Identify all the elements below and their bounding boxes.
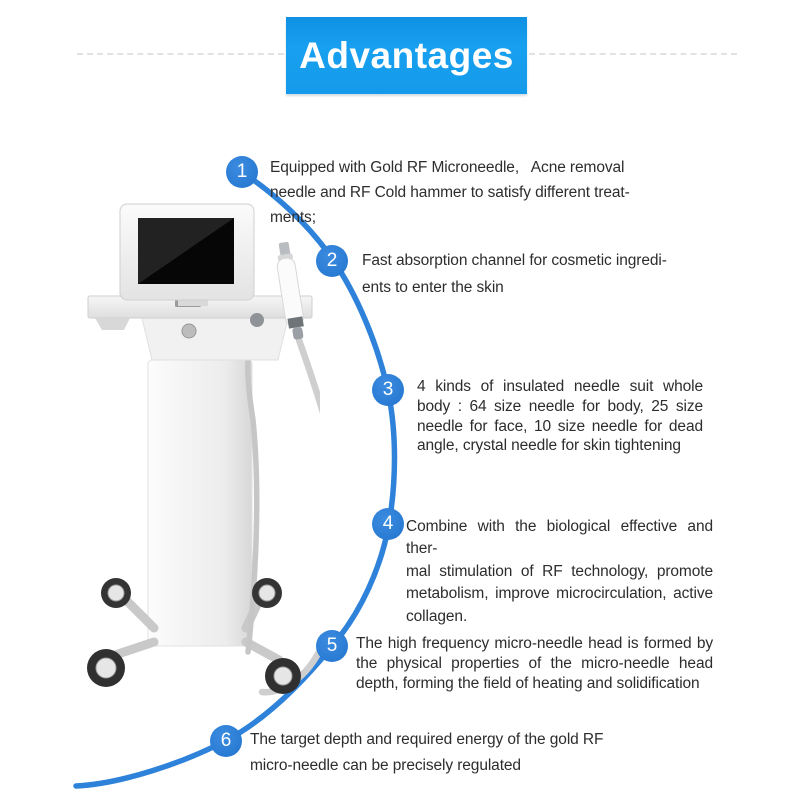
badge-3: 3 [372,374,404,406]
badge-1: 1 [226,156,258,188]
badge-5-number: 5 [326,635,338,656]
dashed-line-left [77,53,284,55]
advantage-5-text: The high frequency micro-needle head is … [356,634,713,693]
badge-2-number: 2 [326,250,338,271]
advantage-line: mal stimulation of RF technology, promot… [406,562,713,580]
advantage-line: depth, forming the field of heating and … [356,674,700,692]
advantage-line: the physical properties of the micro-nee… [356,654,713,672]
badge-1-number: 1 [236,161,248,182]
advantage-line: Fast absorption channel for cosmetic ing… [362,252,667,269]
advantage-line: Equipped with Gold RF Microneedle, Acne … [270,159,625,176]
advantage-6-text: The target depth and required energy of … [250,727,640,779]
badge-2: 2 [316,245,348,277]
advantage-3-text: 4 kinds of insulated needle suit whole b… [417,377,703,456]
product-image [87,203,320,696]
machine-cable-handpiece [258,336,320,696]
advantage-2-text: Fast absorption channel for cosmetic ing… [362,247,710,301]
badge-4: 4 [372,508,404,540]
advantage-line: needle for face, 10 size needle for dead [417,417,703,435]
machine-tray-lip [95,318,130,330]
machine-column [147,359,253,647]
machine-front-panel [141,317,289,361]
advantage-line: 4 kinds of insulated needle suit whole [417,378,703,395]
page-title: Advantages [299,34,514,76]
badge-5: 5 [316,630,348,662]
advantage-line: The target depth and required energy of … [250,731,604,748]
advantage-line: body : 64 size needle for body, 25 size [417,397,703,415]
advantage-4-text: Combine with the biological effective an… [406,516,713,628]
badge-3-number: 3 [382,379,394,400]
machine-monitor-hinge [178,298,208,306]
advantage-line: micro-needle can be precisely regulated [250,757,521,774]
advantage-line: metabolism, improve microcirculation, ac… [406,585,713,603]
badge-6-number: 6 [220,730,232,751]
advantage-line: The high frequency micro-needle head is … [356,635,713,652]
badge-4-number: 4 [382,513,394,534]
machine-screen-reflection [138,218,234,284]
advantage-1-text: Equipped with Gold RF Microneedle, Acne … [270,155,632,230]
advantage-line: ents to enter the skin [362,279,504,296]
machine-cable-port [250,313,264,327]
advantage-line: ments; [270,209,316,226]
advantage-line: angle, crystal needle for skin tightenin… [417,437,681,455]
advantages-banner: Advantages [286,17,527,94]
machine-handpiece [276,241,304,340]
machine-wheels [87,578,301,694]
badge-6: 6 [210,725,242,757]
advantage-line: needle and RF Cold hammer to satisfy dif… [270,184,630,201]
machine-knob [181,323,197,339]
advantage-line: Combine with the biological effective an… [406,518,718,558]
dashed-line-right [529,53,737,55]
advantage-line: collagen. [406,607,468,625]
